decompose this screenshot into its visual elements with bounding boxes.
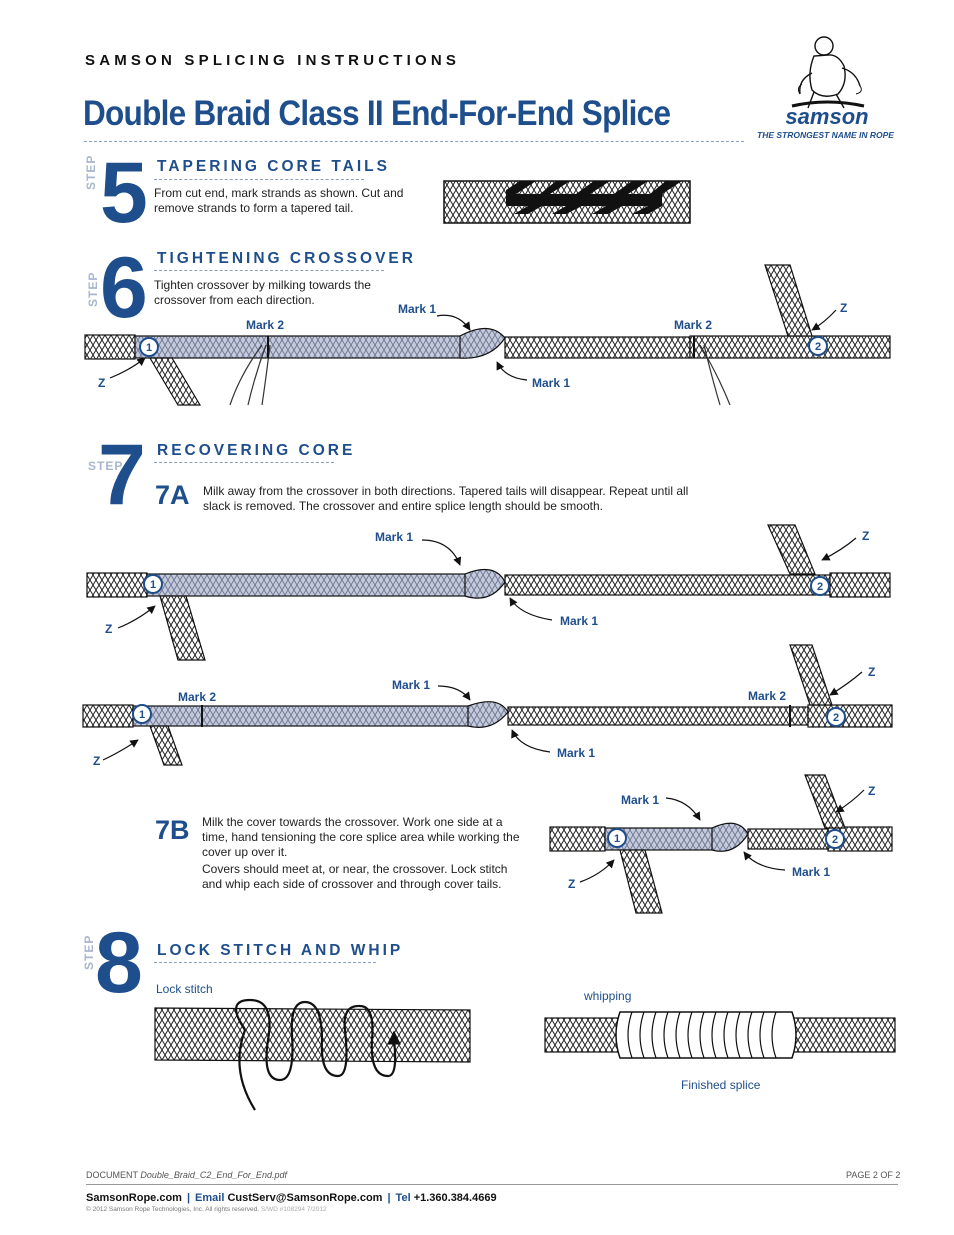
- step-7b-mark1-bottom: Mark 1: [792, 865, 831, 879]
- step-7a-rope-2: 1 2: [82, 644, 893, 766]
- step-7a-text: Milk away from the crossover in both dir…: [203, 484, 689, 513]
- step-7a1-circle-2: 2: [817, 581, 823, 593]
- step-6-mark1-bottom: Mark 1: [532, 376, 571, 390]
- step-7b-label: 7B: [155, 815, 190, 845]
- step-7a2-mark2-left: Mark 2: [178, 690, 217, 704]
- step-5-number: 5: [100, 145, 148, 241]
- step-5-title: TAPERING CORE TAILS: [157, 158, 390, 175]
- step-7a2-mark1-top: Mark 1: [392, 678, 431, 692]
- step-6-mark2-left: Mark 2: [246, 318, 285, 332]
- step-8-rule: [154, 962, 376, 963]
- step-7a2-mark2-right: Mark 2: [748, 689, 787, 703]
- footer-contact: SamsonRope.com|Email CustServ@SamsonRope…: [86, 1192, 497, 1204]
- footer-tel-label: Tel: [395, 1192, 411, 1204]
- step-5-text: From cut end, mark strands as shown. Cut…: [154, 186, 404, 215]
- step-6-z-right: Z: [840, 301, 848, 315]
- footer-tel: +1.360.384.4669: [413, 1192, 497, 1204]
- step-6-rope: 1 2: [84, 264, 891, 406]
- footer-copyright: © 2012 Samson Rope Technologies, Inc. Al…: [86, 1206, 327, 1213]
- step-7b-z-left: Z: [568, 877, 576, 891]
- step-6-number: 6: [100, 240, 148, 336]
- step-5-rule: [154, 179, 364, 180]
- step-7a1-z-right: Z: [862, 529, 870, 543]
- footer-page-number: PAGE 2 OF 2: [846, 1170, 901, 1180]
- step-7a-rope-1: 1 2: [86, 524, 891, 661]
- step-7b-text-2: Covers should meet at, or near, the cros…: [202, 862, 508, 891]
- step-6-circle-1: 1: [146, 342, 152, 354]
- step-6-circle-2: 2: [815, 341, 821, 353]
- footer-email-label: Email: [195, 1192, 225, 1204]
- lock-stitch-illustration: [154, 998, 471, 1111]
- step-7a1-mark1-top: Mark 1: [375, 530, 414, 544]
- step-6-mark1-top: Mark 1: [398, 302, 437, 316]
- step-7b-z-right: Z: [868, 784, 876, 798]
- title-divider: [84, 141, 744, 142]
- step-7a2-circle-2: 2: [833, 712, 839, 724]
- samson-logo: samson: [785, 36, 869, 129]
- step-5-tapered-braid: [443, 180, 691, 224]
- brand-wordmark: samson: [785, 104, 868, 129]
- step-7b-circle-1: 1: [614, 833, 620, 845]
- step-7a2-mark1-bottom: Mark 1: [557, 746, 596, 760]
- step-6-rule: [154, 270, 384, 271]
- step-6-z-left: Z: [98, 376, 106, 390]
- step-label: STEP: [88, 459, 124, 473]
- step-6-title: TIGHTENING CROSSOVER: [157, 250, 416, 267]
- step-7b-mark1-top: Mark 1: [621, 793, 660, 807]
- footer-copyright-text: © 2012 Samson Rope Technologies, Inc. Al…: [86, 1206, 260, 1213]
- footer-email-link[interactable]: CustServ@SamsonRope.com: [227, 1192, 383, 1204]
- step-7a1-mark1-bottom: Mark 1: [560, 614, 599, 628]
- step-7a1-z-left: Z: [105, 622, 113, 636]
- footer-doc-label: DOCUMENT: [86, 1170, 138, 1180]
- rope-worker-logo-icon: [791, 36, 865, 109]
- step-6-mark2-right: Mark 2: [674, 318, 713, 332]
- step-7b-rope: 1 2: [549, 774, 893, 914]
- step-7b-text-1: Milk the cover towards the crossover. Wo…: [202, 815, 520, 859]
- step-7a-label: 7A: [155, 480, 190, 510]
- step-7a2-z-left: Z: [93, 754, 101, 768]
- step-7-title: RECOVERING CORE: [157, 442, 356, 459]
- step-7a1-circle-1: 1: [150, 579, 156, 591]
- document-series-title: SAMSON SPLICING INSTRUCTIONS: [85, 52, 461, 69]
- step-8-number: 8: [95, 915, 143, 1011]
- whipping-caption: whipping: [584, 989, 632, 1003]
- lock-stitch-caption: Lock stitch: [156, 982, 213, 996]
- footer-website-link[interactable]: SamsonRope.com: [86, 1192, 182, 1204]
- step-7b-circle-2: 2: [832, 834, 838, 846]
- whipping-illustration: [544, 1011, 896, 1059]
- step-7-number: 7: [98, 427, 146, 523]
- step-7-rule: [154, 462, 334, 463]
- step-7a2-z-right: Z: [868, 665, 876, 679]
- page-title: Double Braid Class II End-For-End Splice: [83, 94, 671, 133]
- step-8-title: LOCK STITCH AND WHIP: [157, 942, 404, 959]
- footer-divider: [86, 1184, 898, 1185]
- footer-doc-code: S/WD #108294 7/2012: [260, 1206, 327, 1213]
- finished-splice-caption: Finished splice: [681, 1078, 761, 1092]
- footer-doc-name: Double_Braid_C2_End_For_End.pdf: [140, 1170, 287, 1180]
- step-7a2-circle-1: 1: [139, 709, 145, 721]
- footer-document: DOCUMENT Double_Braid_C2_End_For_End.pdf: [86, 1170, 287, 1180]
- brand-tagline: THE STRONGEST NAME IN ROPE: [757, 130, 894, 140]
- step-6-text: Tighten crossover by milking towards the…: [154, 278, 371, 307]
